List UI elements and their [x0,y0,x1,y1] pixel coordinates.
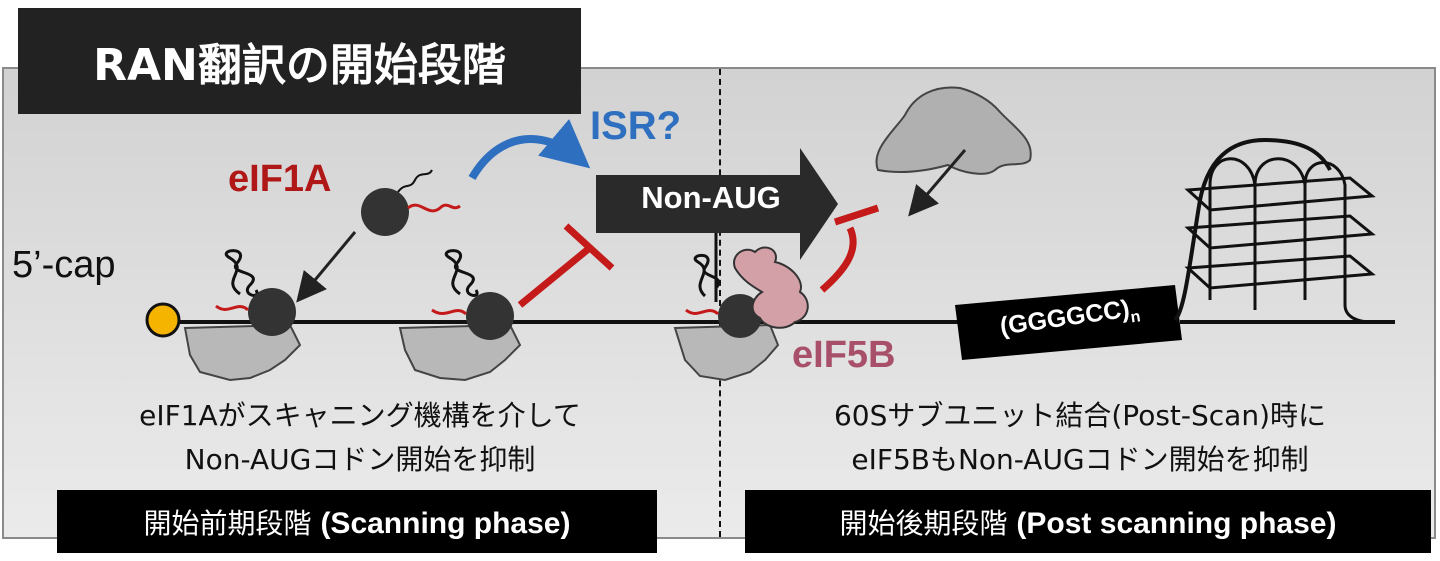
isr-arrow [468,119,591,181]
scanning-phase-en: (Scanning phase) [320,506,571,540]
isr-label: ISR? [590,104,682,148]
post-scanning-description: 60Sサブユニット結合(Post-Scan)時に eIF5BもNon-AUGコド… [735,394,1425,482]
small-subunit-3 [673,323,780,382]
eif5b-protein [733,246,809,329]
eif1a-bound-tail-3 [685,308,720,316]
title-box: RAN翻訳の開始段階 [18,8,581,114]
scanning-description-line-1: eIF1Aがスキャニング機構を介して [139,399,581,432]
small-subunit-1 [183,323,302,382]
post-scanning-phase-jp: 開始後期段階 [839,506,1008,540]
large-subunit-60s [875,86,1032,175]
post-scanning-phase-en: (Post scanning phase) [1016,506,1337,540]
g-quartet-2 [1184,214,1376,250]
non-aug-arrow [596,148,838,260]
phase-divider [719,69,721,537]
eif1a-bound-3 [718,294,762,338]
eif5b-label: eIF5B [792,334,896,376]
eif1a-thread-free [397,169,433,193]
inhibition-bar-left-cap [563,223,615,271]
trna-squiggle-2 [444,249,479,297]
inhibition-curve-right-cap [833,204,880,226]
scanning-phase-label: 開始前期段階 (Scanning phase) [57,490,657,553]
inhibition-curve-right [819,226,857,293]
eif1a-bound-2 [466,292,514,340]
eif1a-bound-tail-2 [431,308,468,316]
eif1a-factor-free [361,188,409,236]
eif1a-bound-tail-1 [215,304,250,312]
g-quartet-1 [1184,176,1376,212]
eif1a-tail-free [407,203,461,213]
eif1a-bound-1 [248,288,296,336]
page-title: RAN翻訳の開始段階 [93,40,506,91]
post-scanning-description-line-1: 60Sサブユニット結合(Post-Scan)時に [833,399,1326,432]
cap-label: 5’-cap [12,244,116,286]
eif1a-label: eIF1A [228,158,332,200]
scanning-description-line-2: Non-AUGコドン開始を抑制 [184,443,536,476]
mrna-to-quadruplex [1173,137,1332,322]
post-scanning-description-line-2: eIF5BもNon-AUGコドン開始を抑制 [851,443,1309,476]
quadruplex-loop-2 [1253,157,1307,300]
trna-squiggle-3 [693,253,720,298]
repeat-box [955,285,1182,360]
scanning-description: eIF1Aがスキャニング機構を介して Non-AUGコドン開始を抑制 [40,394,680,482]
cap-circle [145,302,181,338]
post-scanning-phase-label: 開始後期段階 (Post scanning phase) [745,490,1431,553]
trna-squiggle-1 [224,249,259,297]
g-quartet-3 [1184,254,1376,290]
inhibition-bar-left-stem [517,243,595,308]
subunit-joining-arrow [908,149,967,217]
eif1a-binding-arrow [296,231,357,303]
scanning-phase-jp: 開始前期段階 [143,506,312,540]
non-aug-label: Non-AUG [641,180,781,215]
quadruplex-loop-3 [1303,161,1371,324]
